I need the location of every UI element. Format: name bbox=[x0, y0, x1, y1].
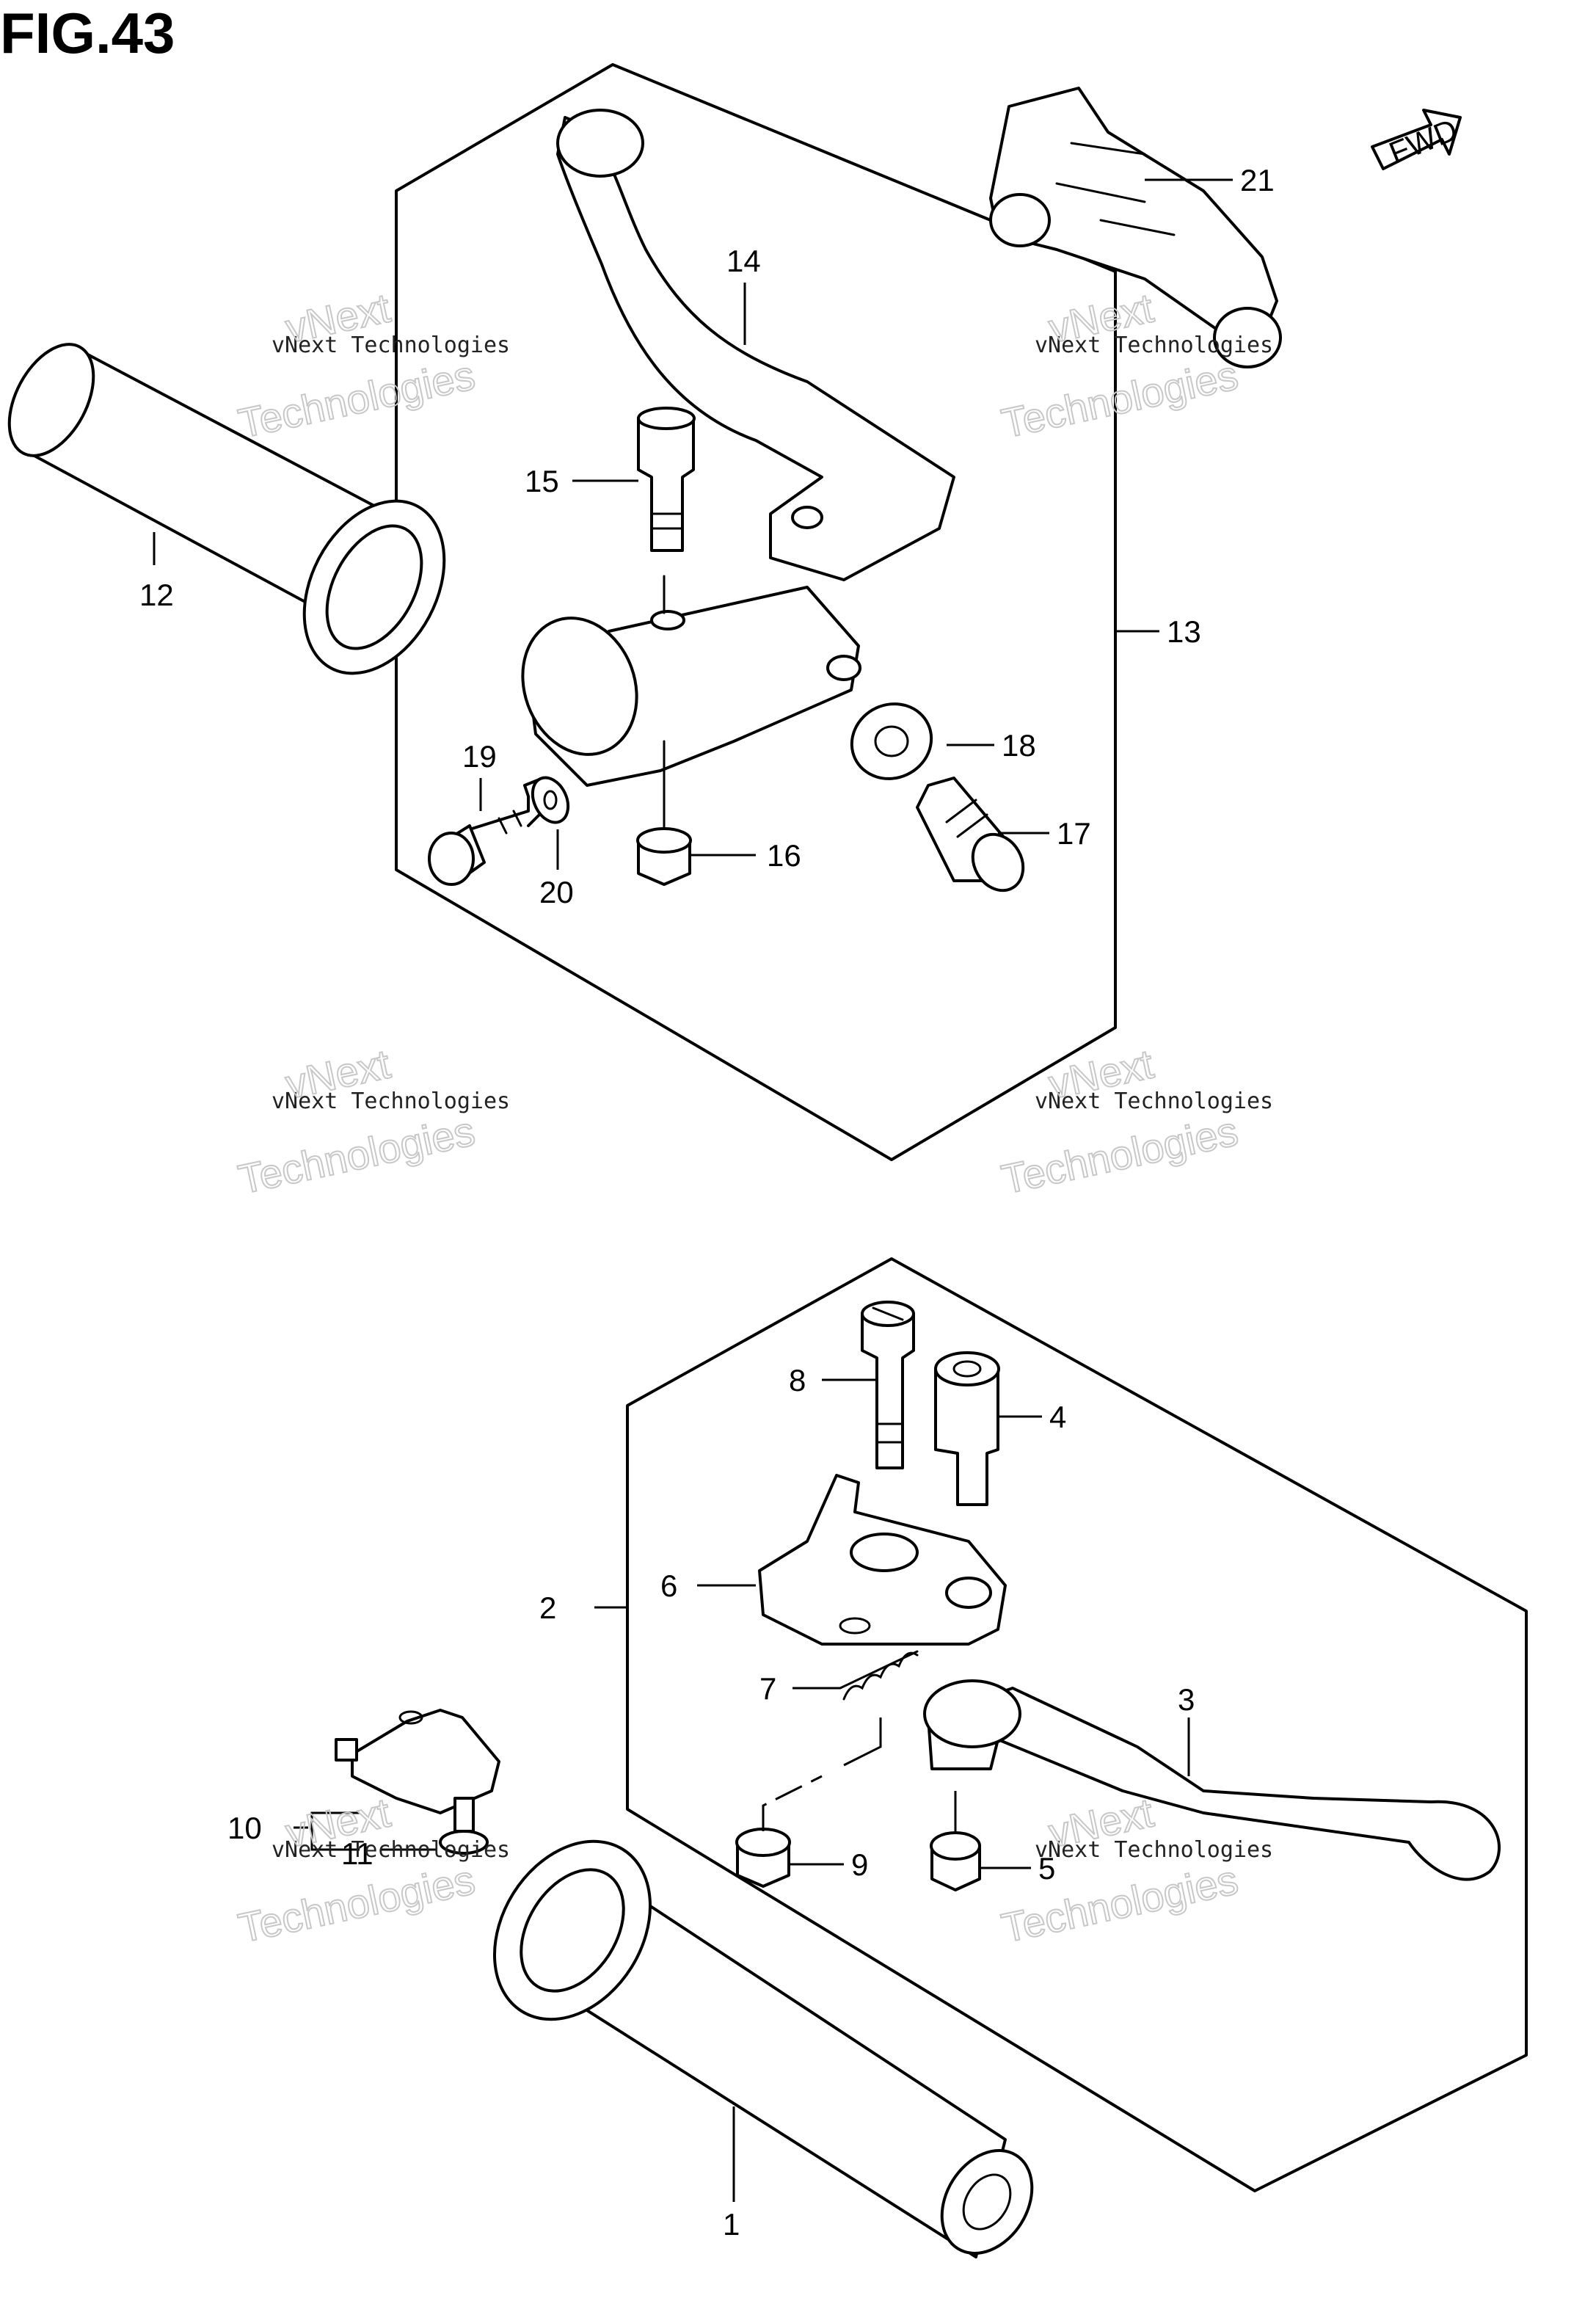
assembly-frame-lower bbox=[626, 1257, 1528, 2192]
bolt-15 bbox=[637, 407, 696, 552]
callout-5: 5 bbox=[1038, 1851, 1055, 1886]
screw-11 bbox=[439, 1797, 489, 1855]
watermark-large-line2: Technologies bbox=[998, 1856, 1242, 1952]
screw-8 bbox=[861, 1301, 915, 1469]
watermark-small: vNext Technologies bbox=[272, 1088, 510, 1114]
callout-14: 14 bbox=[726, 244, 761, 278]
watermark-1: vNext Technologies vNext Technologies bbox=[234, 283, 511, 447]
leaders-lower bbox=[294, 1378, 1190, 2202]
callout-17: 17 bbox=[1057, 816, 1091, 851]
locknut-18 bbox=[850, 702, 933, 780]
callout-18: 18 bbox=[1002, 728, 1036, 763]
grip-12 bbox=[7, 343, 446, 675]
callout-4: 4 bbox=[1049, 1400, 1066, 1434]
watermark-small: vNext Technologies bbox=[272, 1837, 510, 1863]
callout-3: 3 bbox=[1178, 1682, 1195, 1717]
nut-16 bbox=[636, 827, 692, 886]
callout-6: 6 bbox=[660, 1568, 677, 1603]
grip-1 bbox=[492, 1839, 1034, 2258]
fwd-direction-badge: FWD bbox=[1371, 109, 1462, 170]
watermark-small: vNext Technologies bbox=[1035, 1837, 1273, 1863]
spring-7 bbox=[839, 1650, 919, 1701]
watermark-large-line2: Technologies bbox=[998, 352, 1242, 447]
watermark-small: vNext Technologies bbox=[1035, 332, 1273, 358]
callout-21: 21 bbox=[1240, 163, 1275, 197]
callout-8: 8 bbox=[789, 1363, 806, 1397]
lever-14 bbox=[556, 109, 955, 581]
hand-guard-21 bbox=[989, 87, 1282, 368]
bracket-6 bbox=[758, 1474, 1007, 1646]
watermark-large-line2: Technologies bbox=[235, 352, 479, 447]
callout-9: 9 bbox=[851, 1847, 868, 1882]
callout-10: 10 bbox=[227, 1811, 262, 1845]
leaders-upper bbox=[153, 178, 1233, 870]
callout-2: 2 bbox=[539, 1591, 556, 1625]
callout-19: 19 bbox=[462, 739, 497, 774]
callout-20: 20 bbox=[539, 875, 574, 909]
adjuster-17 bbox=[916, 777, 1025, 893]
callout-7: 7 bbox=[759, 1671, 776, 1706]
bolt-19 bbox=[428, 777, 548, 886]
nut-5 bbox=[930, 1831, 981, 1891]
fwd-badge-label: FWD bbox=[1384, 112, 1462, 170]
callout-11: 11 bbox=[341, 1836, 374, 1871]
callout-16: 16 bbox=[767, 838, 801, 873]
figure-title: FIG.43 bbox=[0, 1, 175, 65]
watermark-large-line2: Technologies bbox=[998, 1108, 1242, 1203]
washer-20 bbox=[531, 776, 570, 824]
bolt-4 bbox=[934, 1351, 1000, 1506]
watermark-4: vNext Technologies vNext Technologies bbox=[997, 1039, 1274, 1203]
callout-12: 12 bbox=[139, 578, 174, 612]
lever-3 bbox=[923, 1679, 1501, 1881]
callout-13: 13 bbox=[1167, 614, 1201, 649]
switch-10 bbox=[335, 1709, 500, 1814]
watermark-small: vNext Technologies bbox=[1035, 1088, 1273, 1114]
lever-holder bbox=[521, 575, 861, 831]
nut-9 bbox=[735, 1828, 791, 1888]
watermark-3: vNext Technologies vNext Technologies bbox=[234, 1039, 511, 1203]
callout-labels: 1 2 3 4 5 6 7 8 9 10 11 12 13 14 15 16 1… bbox=[139, 163, 1275, 2242]
watermark-small: vNext Technologies bbox=[272, 332, 510, 358]
callout-1: 1 bbox=[723, 2207, 740, 2242]
assembly-frame-upper bbox=[395, 63, 1117, 1161]
watermark-large-line2: Technologies bbox=[235, 1108, 479, 1203]
callout-15: 15 bbox=[525, 464, 559, 498]
